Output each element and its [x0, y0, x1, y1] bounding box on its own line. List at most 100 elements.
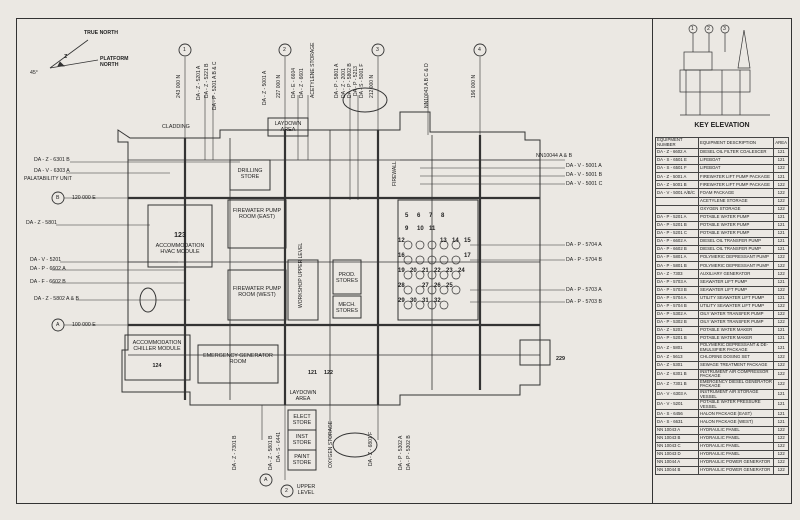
equipment-number-cell: NN 10044 B — [655, 466, 699, 476]
equipment-number: 12 — [398, 238, 405, 244]
coord-120e: 120 000 E — [72, 195, 96, 201]
equipment-number-cell: NN 10043 A — [655, 425, 699, 435]
equipment-number-cell: DA - S - 6631 — [655, 417, 699, 427]
equipment-number: 30 — [410, 298, 417, 304]
equipment-description-cell: SEAWATER LIFT PUMP — [697, 277, 775, 287]
left-tag: DA - P - 6602 A — [30, 266, 66, 272]
area-cell: 121 — [773, 228, 789, 239]
equipment-description-cell: INSTRUMENT AIR COMPRESSOR PACKAGE — [697, 368, 775, 380]
equipment-description-cell: AUXILIARY GENERATOR — [697, 269, 775, 279]
drawing-border — [16, 18, 792, 504]
area-cell: 122 — [773, 425, 789, 435]
area-cell: 121 — [773, 417, 789, 427]
area-229: 229 — [556, 356, 565, 362]
equipment-number: 19 — [398, 268, 405, 274]
equipment-description-cell: DIESEL OIL TRANSFER PUMP — [697, 245, 775, 255]
prod-stores-outline — [332, 259, 362, 295]
stores-block-outline — [287, 409, 317, 471]
equipment-number: 26 — [434, 283, 441, 289]
equipment-number: 25 — [446, 283, 453, 289]
area-cell: 121 — [773, 388, 789, 401]
area-cell: 121 — [773, 212, 789, 222]
deck-outline — [117, 111, 541, 406]
equipment-number: 20 — [410, 268, 417, 274]
area-cell: 122 — [773, 188, 789, 198]
room-oxygen: OXYGEN STORAGE — [328, 420, 334, 468]
equipment-description-cell: HYDRAULIC PANEL — [697, 425, 775, 435]
equipment-number-cell: NN 10044 A — [655, 457, 699, 468]
grid-3: 3 — [376, 47, 379, 53]
top-tag: DA - S - 5001 F — [359, 63, 365, 98]
room-hvac-num: 123 — [174, 232, 186, 239]
equipment-number-cell: DA - P - 5704 A — [655, 293, 699, 303]
equipment-number: 21 — [422, 268, 429, 274]
equipment-description-cell: POTABLE WATER PUMP — [697, 220, 775, 230]
room-workshop: WORKSHOP UPPER LEVEL — [298, 242, 304, 308]
col-equipment-description: EQUIPMENT DESCRIPTION — [697, 137, 775, 149]
room-fw-west: FIREWATER PUMP ROOM (WEST) — [232, 286, 282, 299]
left-tag: DA - V - 6303 A — [34, 168, 70, 174]
equipment-number-cell: NN 10043 B — [655, 433, 699, 443]
room-drilling-store: DRILLING STORE — [237, 168, 263, 181]
equipment-number-cell: DA - Z - 7303 — [655, 269, 699, 279]
top-tag: NN10043 A B C & D — [424, 63, 430, 108]
equipment-number-cell: DA - P - 5201 C — [655, 228, 699, 239]
equipment-number-cell: DA - Z - 5001 B — [655, 180, 699, 190]
equipment-number: 31 — [422, 298, 429, 304]
right-tag: DA - V - 5001 C — [566, 181, 603, 187]
equipment-number-cell — [655, 204, 699, 214]
equipment-number: 9 — [405, 226, 409, 232]
left-tag: DA - Z - 6301 B — [34, 157, 70, 163]
equipment-number-cell: DA - Z - 7301 B — [655, 378, 699, 391]
area-cell: 122 — [773, 433, 789, 443]
coord-100e: 100 000 E — [72, 322, 96, 328]
compass-z-label: Z — [64, 54, 68, 60]
area-cell: 121 — [773, 147, 789, 158]
equipment-number: 32 — [434, 298, 441, 304]
coord-227n: 227 000 N — [276, 74, 282, 98]
upper-level-label: UPPER LEVEL — [296, 484, 316, 497]
top-tag: DA - P - 5801 A — [334, 63, 340, 98]
area-cell: 122 — [773, 449, 789, 459]
equipment-number-cell: DA - Z - 5301 — [655, 360, 699, 370]
area-cell: 121 — [773, 409, 789, 419]
top-tag: DA - Z - 6601 — [299, 68, 305, 98]
bottom-tag: DA - Z - 7301 B — [232, 435, 238, 470]
col-area: AREA — [773, 137, 789, 149]
room-laydown-top: LAYDOWN AREA — [274, 121, 302, 134]
room-cladding: CLADDING — [162, 124, 190, 130]
area-cell: 121 — [773, 156, 789, 166]
equipment-number: 10 — [417, 226, 424, 232]
room-chiller-num: 124 — [152, 363, 162, 369]
emergency-outline — [197, 344, 279, 384]
equipment-number: 14 — [452, 238, 459, 244]
equipment-description-cell: POLYMERIC DEPRESSANT PUMP — [697, 261, 775, 271]
grid-2-bottom: 2 — [285, 488, 288, 494]
key-elevation-title: KEY ELEVATION — [694, 122, 750, 129]
room-inst-store: INST STORE — [292, 434, 312, 447]
area-121: 121 — [308, 370, 317, 376]
left-tag: PALATABILITY UNIT — [24, 176, 73, 182]
area-cell: 122 — [773, 352, 789, 362]
equipment-number-cell: DA - P - 5703 A — [655, 277, 699, 287]
equipment-number-cell: DA - P - 5704 B — [655, 301, 699, 311]
equipment-number-cell: DA - P - 5302 A — [655, 309, 699, 319]
equipment-number-cell: DA - P - 6602 B — [655, 245, 699, 255]
bottom-tag: DA - S - 6441 — [276, 431, 282, 462]
equipment-number: 8 — [441, 213, 445, 219]
equipment-number-cell: DA - S - 6501 E — [655, 156, 699, 166]
area-cell: 122 — [773, 317, 789, 328]
top-tag: DA - Z - 5221 B — [204, 63, 210, 98]
area-cell: 122 — [773, 457, 789, 468]
